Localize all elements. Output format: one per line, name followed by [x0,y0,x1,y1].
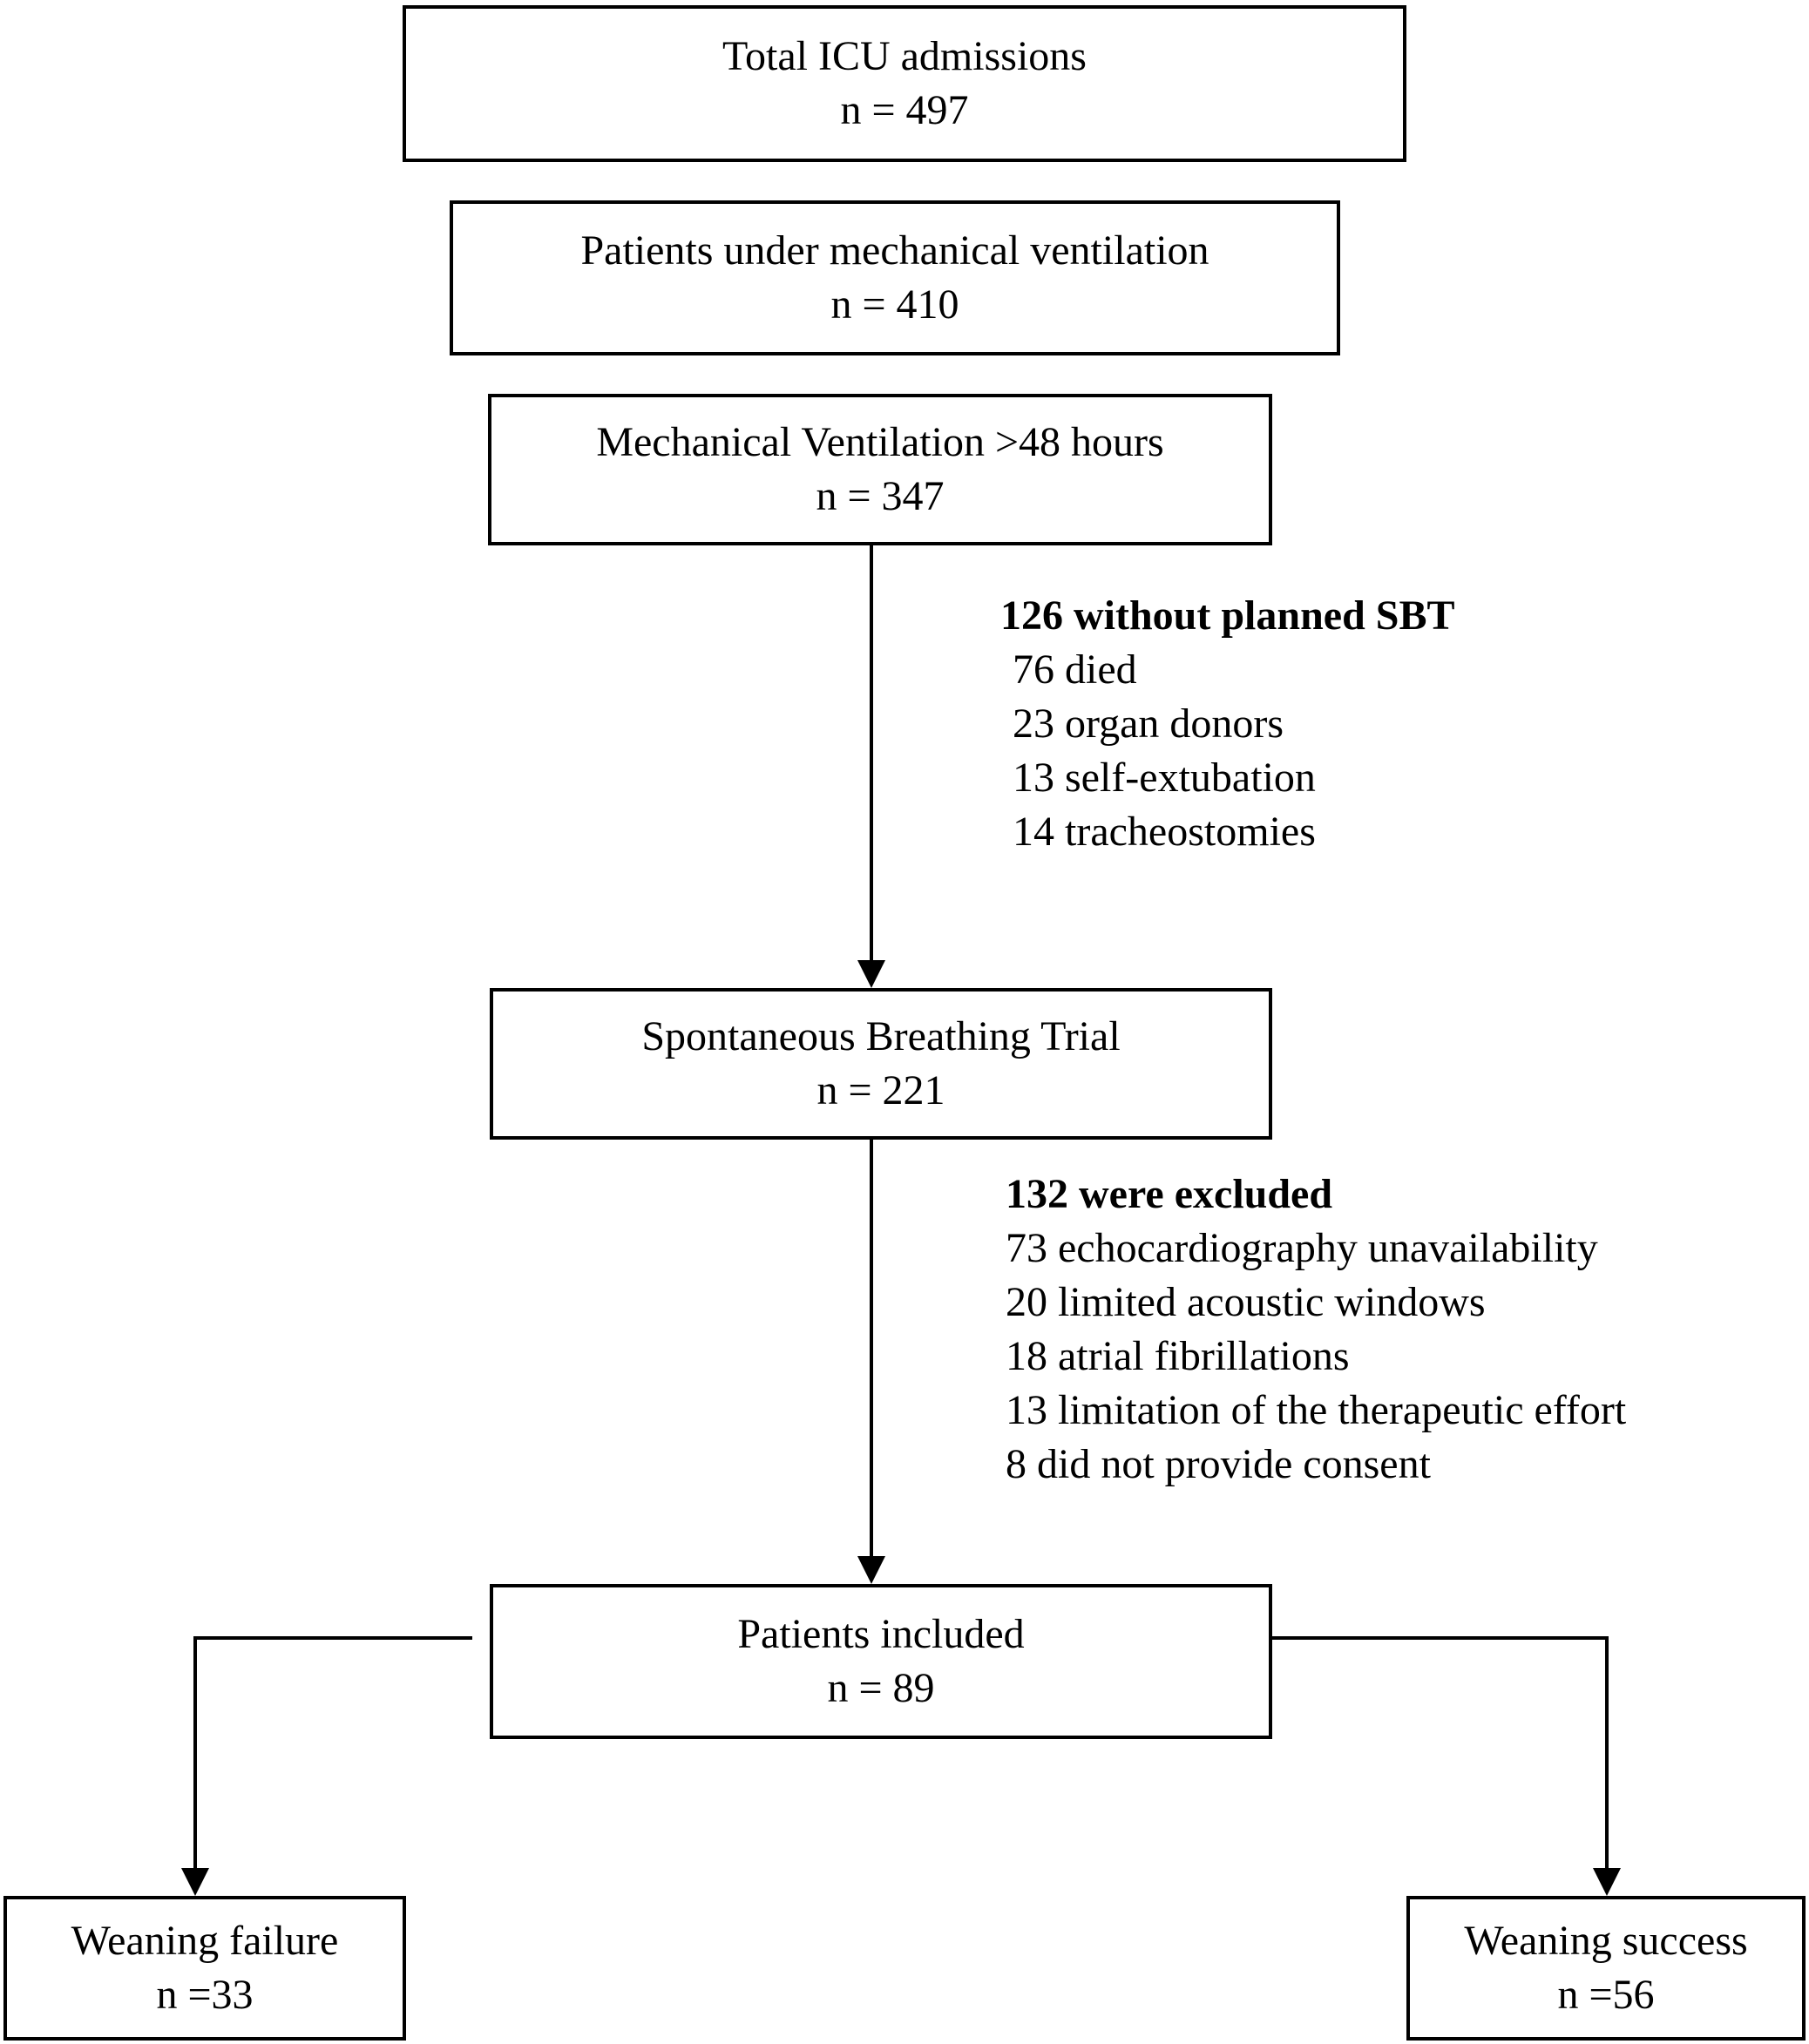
box-count: n = 410 [830,281,959,328]
arrow-included-to-failure [193,1636,472,1871]
box-weaning-failure: Weaning failure n =33 [3,1896,406,2041]
box-title: Mechanical Ventilation >48 hours [596,419,1164,465]
box-title: Patients included [737,1611,1025,1657]
note-heading: 132 were excluded [1006,1171,1333,1217]
note-item: 13 limitation of the therapeutic effort [1006,1387,1627,1433]
note-heading: 126 without planned SBT [1000,592,1455,639]
box-weaning-success: Weaning success n =56 [1406,1896,1806,2041]
note-item: 8 did not provide consent [1006,1441,1431,1487]
arrowhead-sbt [857,960,885,988]
box-spontaneous-breathing-trial: Spontaneous Breathing Trial n = 221 [490,988,1272,1140]
arrowhead-included [857,1556,885,1584]
box-title: Spontaneous Breathing Trial [641,1013,1121,1059]
note-item: 14 tracheostomies [1013,809,1316,855]
box-title: Patients under mechanical ventilation [580,227,1209,274]
box-mv-over-48-hours: Mechanical Ventilation >48 hours n = 347 [488,394,1272,545]
arrowhead-failure [181,1868,209,1896]
box-count: n =33 [156,1972,254,2018]
box-count: n = 497 [840,87,969,133]
box-count: n = 221 [816,1067,945,1113]
box-title: Total ICU admissions [722,33,1087,79]
box-count: n = 347 [816,473,945,519]
note-item: 73 echocardiography unavailability [1006,1225,1598,1271]
note-excluded: 132 were excluded 73 echocardiography un… [1006,1168,1626,1492]
box-mechanical-ventilation: Patients under mechanical ventilation n … [450,200,1340,355]
box-title: Weaning failure [71,1918,339,1964]
note-item: 13 self-extubation [1013,755,1316,801]
box-patients-included: Patients included n = 89 [490,1584,1272,1739]
note-item: 18 atrial fibrillations [1006,1333,1350,1379]
note-item: 76 died [1013,646,1137,693]
note-without-planned-sbt: 126 without planned SBT 76 died 23 organ… [1000,589,1455,859]
note-item: 20 limited acoustic windows [1006,1279,1486,1325]
note-item: 23 organ donors [1013,701,1284,747]
box-count: n = 89 [827,1665,935,1711]
arrow-included-to-success [1270,1636,1609,1871]
box-count: n =56 [1557,1972,1655,2018]
box-total-icu-admissions: Total ICU admissions n = 497 [403,5,1406,162]
arrowhead-success [1593,1868,1621,1896]
box-title: Weaning success [1464,1918,1748,1964]
